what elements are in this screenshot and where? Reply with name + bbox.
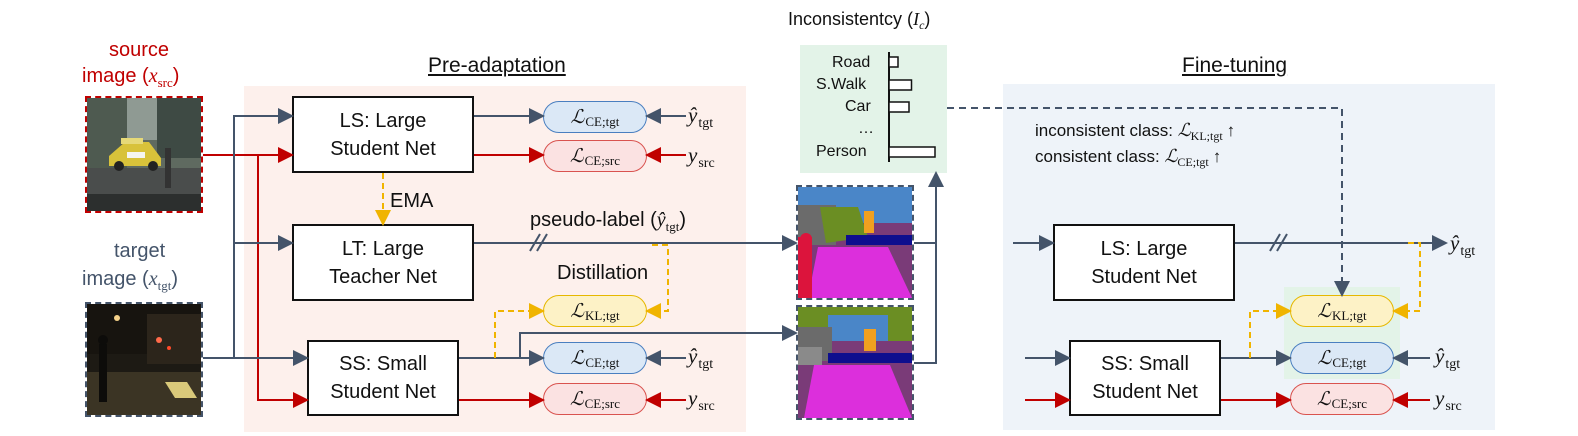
inconsistency-title: Inconsistentcy (Ic) <box>788 9 931 32</box>
ss-box-label: SS: Small Student Net <box>330 353 436 403</box>
ft-ls-box-label: LS: Large Student Net <box>1091 237 1197 288</box>
ft-yhat-tgt: ŷtgt <box>1435 344 1461 372</box>
source-label-line1: source <box>109 39 170 61</box>
y-src-ss: ysrc <box>688 386 715 414</box>
lt-box-label: LT: Large Teacher Net <box>329 237 437 288</box>
teacher-segmentation-map <box>796 185 914 300</box>
bar-label-car: Car <box>845 98 871 115</box>
ft-y-src: ysrc <box>1435 386 1462 414</box>
bar-label-swalk: S.Walk <box>816 76 867 93</box>
ls-box-label: LS: Large Student Net <box>330 109 436 160</box>
source-label-line2: image (xsrc) <box>82 65 180 90</box>
pre-adaptation-title: Pre-adaptation <box>428 54 566 77</box>
target-image <box>85 302 203 417</box>
pseudo-label-text: pseudo-label (ŷtgt) <box>530 209 687 234</box>
yhat-tgt-ss: ŷtgt <box>688 344 714 372</box>
ft-yhat-tgt-top: ŷtgt <box>1450 231 1476 259</box>
ft-ss-small-student-box: SS: Small Student Net <box>1069 340 1221 416</box>
student-segmentation-map <box>796 305 914 420</box>
ema-label: EMA <box>390 190 434 212</box>
bar-label-road: Road <box>832 54 871 71</box>
source-image-graphic <box>87 98 201 211</box>
target-label-line2: image (xtgt) <box>82 268 178 293</box>
bar-label-ellipsis: … <box>858 120 874 137</box>
teacher-seg-graphic <box>798 187 912 298</box>
source-image <box>85 96 203 213</box>
lt-large-teacher-box: LT: Large Teacher Net <box>292 224 474 301</box>
ls-large-student-box: LS: Large Student Net <box>292 96 474 173</box>
y-src-ls: ysrc <box>688 143 715 171</box>
target-label-line1: target <box>114 240 166 262</box>
ft-ls-large-student-box: LS: Large Student Net <box>1053 224 1235 301</box>
ft-note-consistent: consistent class: ℒCE;tgt↑ <box>1035 146 1222 169</box>
target-image-graphic <box>87 304 201 415</box>
yhat-tgt-ls: ŷtgt <box>688 103 714 131</box>
ft-note-inconsistent: inconsistent class: ℒKL;tgt↑ <box>1035 120 1236 143</box>
student-seg-graphic <box>798 307 912 418</box>
distillation-label: Distillation <box>557 262 649 284</box>
fine-tuning-title: Fine-tuning <box>1182 54 1288 77</box>
ss-small-student-box: SS: Small Student Net <box>307 340 459 416</box>
bar-label-person: Person <box>816 143 867 160</box>
ft-ss-box-label: SS: Small Student Net <box>1092 353 1198 403</box>
